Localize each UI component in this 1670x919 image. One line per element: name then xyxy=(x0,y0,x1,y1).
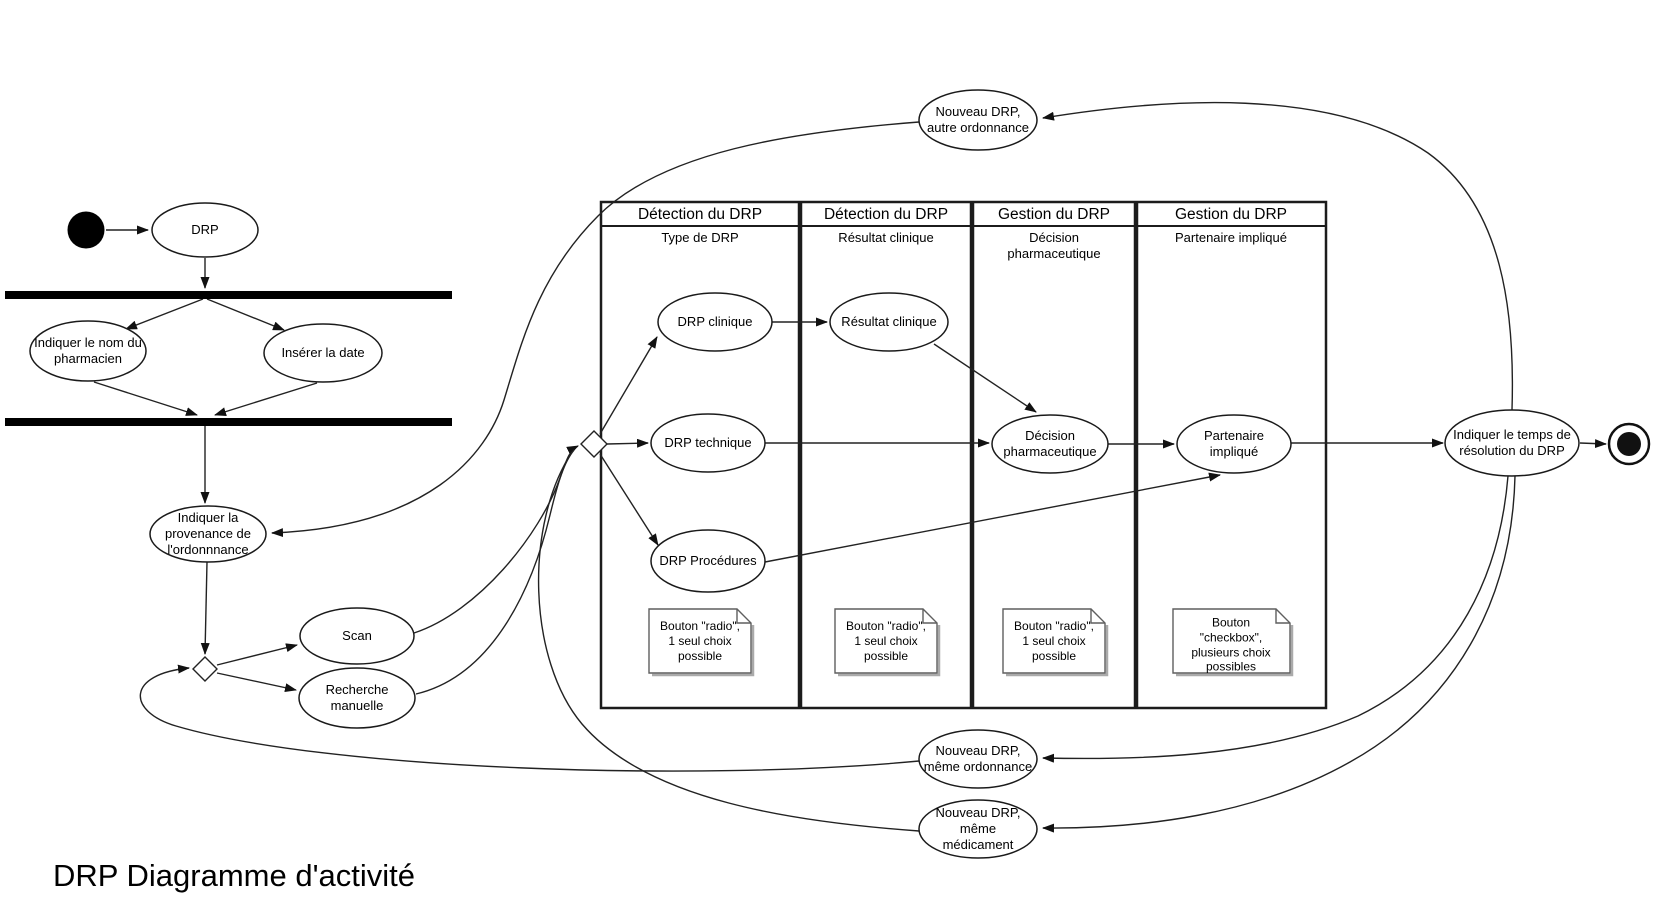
note-fold-3 xyxy=(1090,609,1105,624)
label-resultat-clinique: Résultat clinique xyxy=(841,314,937,330)
node-drp-technique xyxy=(650,413,766,473)
node-partenaire xyxy=(1176,414,1292,474)
edge-temps-to-nouveau-autre xyxy=(1042,101,1514,411)
label-drp-clinique: DRP clinique xyxy=(677,314,753,330)
node-indiquer-nom xyxy=(29,320,147,382)
note-shadow xyxy=(652,625,755,677)
start-node xyxy=(67,211,105,249)
note-fold-1 xyxy=(736,609,751,624)
lane-header-gestion-1: Gestion du DRP xyxy=(998,206,1110,223)
lane-subtitle-resultat: Résultat clinique xyxy=(838,230,934,245)
edge-temps-to-meme-ordonnance xyxy=(1042,475,1509,763)
note-label-1: Bouton "radio", 1 seul choix possible xyxy=(660,618,740,663)
edge-fork-to-date xyxy=(206,298,285,331)
edge-date-to-join xyxy=(214,382,318,417)
edge-scan-to-merge xyxy=(413,445,579,634)
edge-temps-to-end xyxy=(1579,439,1607,449)
label-indiquer-nom: Indiquer le nom du pharmacien xyxy=(34,335,142,366)
join-bar xyxy=(5,418,452,426)
node-drp-procedures xyxy=(650,529,766,593)
note-shadow xyxy=(1006,625,1109,677)
note-fold-2 xyxy=(922,609,937,624)
edge-nom-to-join xyxy=(93,381,198,416)
edge-merge-to-procedures xyxy=(599,453,659,546)
edge-resultat-to-decision xyxy=(933,343,1037,413)
node-scan xyxy=(299,607,415,665)
note-shape-4 xyxy=(1172,608,1291,674)
edge-merge-to-technique xyxy=(606,438,649,448)
label-scan: Scan xyxy=(342,628,372,644)
edge-choice-to-recherche xyxy=(216,672,297,693)
node-nouveau-meme-medicament xyxy=(918,799,1038,859)
note-fold-4 xyxy=(1275,609,1290,624)
note-label-2: Bouton "radio", 1 seul choix possible xyxy=(846,618,926,663)
label-nouveau-meme-med: Nouveau DRP, même médicament xyxy=(935,805,1021,852)
edge-meme-medicament-to-merge xyxy=(537,451,920,832)
label-provenance: Indiquer la provenance de l'ordonnnance xyxy=(164,510,252,557)
edge-temps-to-meme-medicament xyxy=(1042,475,1516,833)
edge-merge-to-clinique xyxy=(599,336,658,435)
label-drp-technique: DRP technique xyxy=(664,435,752,451)
note-shadow xyxy=(838,625,941,677)
end-node-dot xyxy=(1617,432,1641,456)
decision-diamond-1 xyxy=(192,656,218,682)
note-shape-1 xyxy=(648,608,752,674)
lane-header-detection-2: Détection du DRP xyxy=(823,206,949,223)
lane-header-detection-1: Détection du DRP xyxy=(637,206,763,223)
label-nouveau-autre: Nouveau DRP, autre ordonnance xyxy=(927,104,1029,135)
label-drp: DRP xyxy=(191,222,219,238)
node-resultat-clinique xyxy=(829,292,949,352)
lane-header-gestion-2: Gestion du DRP xyxy=(1175,206,1287,223)
label-drp-procedures: DRP Procédures xyxy=(659,553,757,569)
node-decision-pharma xyxy=(991,414,1109,474)
fork-bar xyxy=(5,291,452,299)
edge-recherche-to-merge xyxy=(415,449,575,695)
note-label-4: Bouton "checkbox", plusieurs choix possi… xyxy=(1191,615,1271,674)
edge-choice-to-scan xyxy=(216,643,298,666)
node-inserer-date xyxy=(263,323,383,383)
decision-diamond-2 xyxy=(580,430,608,458)
label-decision-pharma: Décision pharmaceutique xyxy=(1003,428,1097,459)
note-shadow xyxy=(1176,625,1294,677)
label-inserer-date: Insérer la date xyxy=(281,345,365,361)
node-recherche-manuelle xyxy=(298,667,416,729)
lane-subtitle-type-drp: Type de DRP xyxy=(661,230,739,245)
diagram-title: DRP Diagramme d'activité xyxy=(53,858,415,893)
note-label-3: Bouton "radio", 1 seul choix possible xyxy=(1014,618,1094,663)
node-drp xyxy=(151,202,259,258)
label-partenaire: Partenaire impliqué xyxy=(1204,428,1264,459)
node-drp-clinique xyxy=(657,292,773,352)
label-temps-resolution: Indiquer le temps de résolution du DRP xyxy=(1453,427,1571,458)
label-recherche: Recherche manuelle xyxy=(325,682,389,713)
note-shape-3 xyxy=(1002,608,1106,674)
edge-fork-to-nom xyxy=(125,298,204,330)
edge-provenance-to-choice xyxy=(200,561,210,655)
node-temps-resolution xyxy=(1444,409,1580,477)
edge-procedures-to-partenaire xyxy=(764,472,1221,563)
edge-meme-ordonnance-to-choice xyxy=(139,664,920,772)
note-shape-2 xyxy=(834,608,938,674)
node-provenance xyxy=(149,505,267,563)
edge-nouveau-autre-to-provenance xyxy=(271,121,920,538)
lane-subtitle-decision: Décision pharmaceutique xyxy=(1007,230,1101,261)
node-nouveau-meme-ordonnance xyxy=(918,729,1038,789)
lane-subtitle-partenaire: Partenaire impliqué xyxy=(1174,230,1288,245)
label-nouveau-meme-ord: Nouveau DRP, même ordonnance xyxy=(923,743,1033,774)
node-nouveau-autre-ordonnance xyxy=(918,89,1038,151)
